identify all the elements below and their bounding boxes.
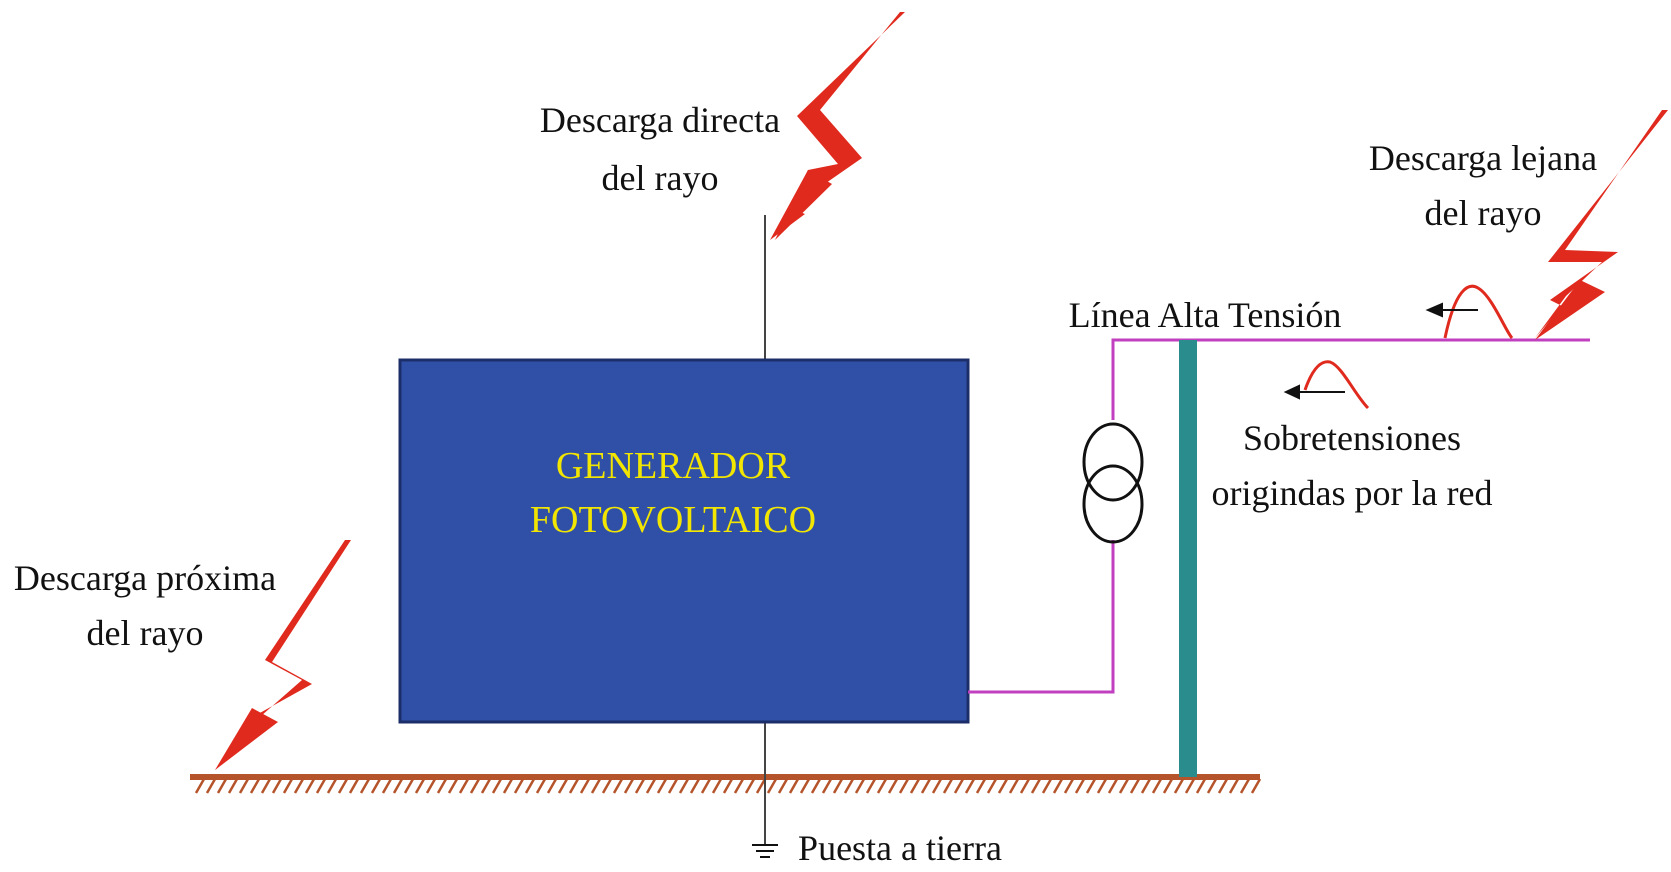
far-strike-label-line2: del rayo bbox=[1425, 193, 1542, 233]
overvoltages-label-line2: origindas por la red bbox=[1212, 473, 1493, 513]
direct-strike-label-line1: Descarga directa bbox=[540, 100, 780, 140]
near-strike-label-line2: del rayo bbox=[87, 613, 204, 653]
grounding-label: Puesta a tierra bbox=[798, 828, 1002, 868]
surge-wave-icon bbox=[1303, 284, 1514, 410]
transformer-icon bbox=[1082, 422, 1144, 544]
arrow-left-icon bbox=[1425, 302, 1478, 318]
ground-symbol-icon bbox=[752, 844, 778, 858]
generator-to-line-wire bbox=[968, 540, 1115, 694]
arrow-left-icon bbox=[1283, 384, 1345, 400]
direct-strike-label-line2: del rayo bbox=[602, 158, 719, 198]
hv-line-label: Línea Alta Tensión bbox=[1069, 295, 1342, 335]
pv-generator: GENERADOR FOTOVOLTAICO bbox=[398, 358, 970, 724]
lightning-bolt-icon bbox=[215, 540, 351, 770]
far-strike-label-line1: Descarga lejana bbox=[1369, 138, 1597, 178]
lightning-bolt-icon bbox=[1535, 110, 1668, 340]
generator-label-line2: FOTOVOLTAICO bbox=[530, 499, 816, 541]
near-strike-label-line1: Descarga próxima bbox=[14, 558, 276, 598]
transformer-to-line-wire bbox=[1111, 338, 1590, 420]
ground-line bbox=[190, 774, 1262, 794]
hv-pole bbox=[1179, 340, 1197, 777]
generator-label-line1: GENERADOR bbox=[556, 445, 791, 487]
overvoltages-label-line1: Sobretensiones bbox=[1243, 418, 1461, 458]
lightning-bolt-icon bbox=[770, 12, 905, 240]
